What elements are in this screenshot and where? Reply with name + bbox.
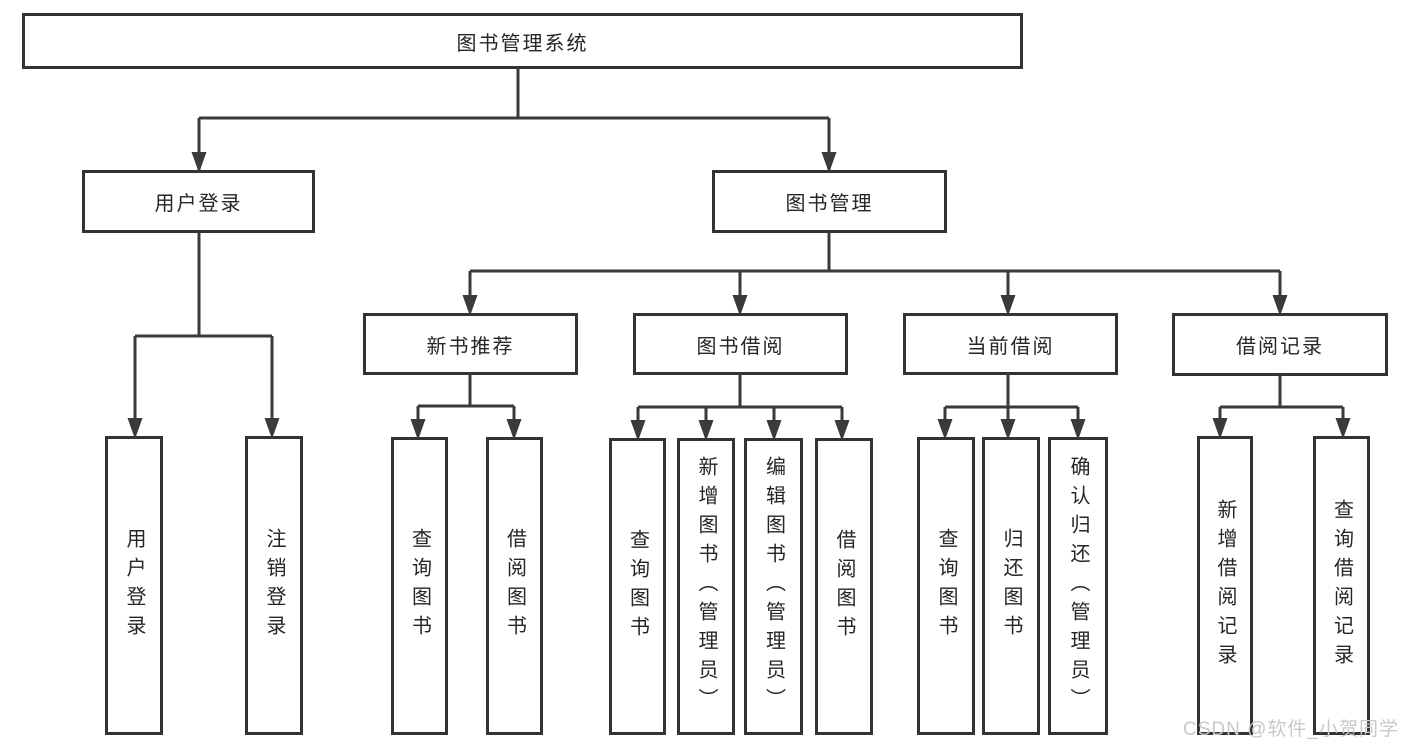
- node-label: 确认归还（管理员）: [1067, 455, 1089, 717]
- node-label: 查询图书: [408, 528, 431, 644]
- branch-current-borrowing: 当前借阅: [903, 313, 1118, 375]
- leaf-cb-confirm-return-admin: 确认归还（管理员）: [1048, 437, 1108, 735]
- leaf-br-query-borrow-record: 查询借阅记录: [1313, 436, 1370, 735]
- node-label: 编辑图书（管理员）: [762, 456, 785, 717]
- node-label: 借阅图书: [503, 528, 526, 644]
- branch-borrow-records: 借阅记录: [1172, 313, 1388, 376]
- node-label: 注销登录: [263, 527, 285, 644]
- leaf-logout: 注销登录: [245, 436, 303, 735]
- node-label: 借阅记录: [1236, 336, 1324, 358]
- branch-new-book-recommend: 新书推荐: [363, 313, 578, 375]
- node-label: 用户登录: [154, 193, 243, 215]
- node-label: 新增借阅记录: [1214, 498, 1236, 673]
- node-label: 查询图书: [626, 528, 649, 645]
- leaf-cb-query-books: 查询图书: [917, 437, 975, 735]
- node-label: 当前借阅: [966, 335, 1055, 358]
- leaf-bb-query-books: 查询图书: [609, 438, 666, 735]
- node-label: 归还图书: [1000, 528, 1022, 644]
- leaf-cb-return-books: 归还图书: [982, 437, 1040, 735]
- leaf-nb-borrow-books: 借阅图书: [486, 437, 543, 735]
- node-label: 图书管理系统: [456, 32, 589, 55]
- node-label: 新增图书（管理员）: [695, 456, 717, 717]
- branch-book-borrowing: 图书借阅: [633, 313, 848, 375]
- watermark-text: CSDN @软件_小贺同学: [1183, 719, 1399, 740]
- node-label: 新书推荐: [426, 335, 515, 358]
- leaf-nb-query-books: 查询图书: [391, 437, 448, 735]
- node-label: 查询借阅记录: [1330, 498, 1353, 673]
- node-label: 用户登录: [123, 527, 145, 644]
- leaf-user-login: 用户登录: [105, 436, 163, 735]
- root-node: 图书管理系统: [22, 13, 1023, 69]
- node-label: 图书借阅: [696, 335, 785, 358]
- leaf-bb-edit-books-admin: 编辑图书（管理员）: [744, 438, 803, 735]
- leaf-bb-borrow-books: 借阅图书: [815, 438, 873, 735]
- branch-book-management: 图书管理: [712, 170, 947, 233]
- branch-user-login: 用户登录: [82, 170, 315, 233]
- leaf-bb-add-books-admin: 新增图书（管理员）: [677, 438, 735, 735]
- leaf-br-add-borrow-record: 新增借阅记录: [1197, 436, 1253, 735]
- node-label: 借阅图书: [833, 528, 855, 645]
- node-label: 查询图书: [935, 528, 957, 644]
- node-label: 图书管理: [785, 193, 874, 215]
